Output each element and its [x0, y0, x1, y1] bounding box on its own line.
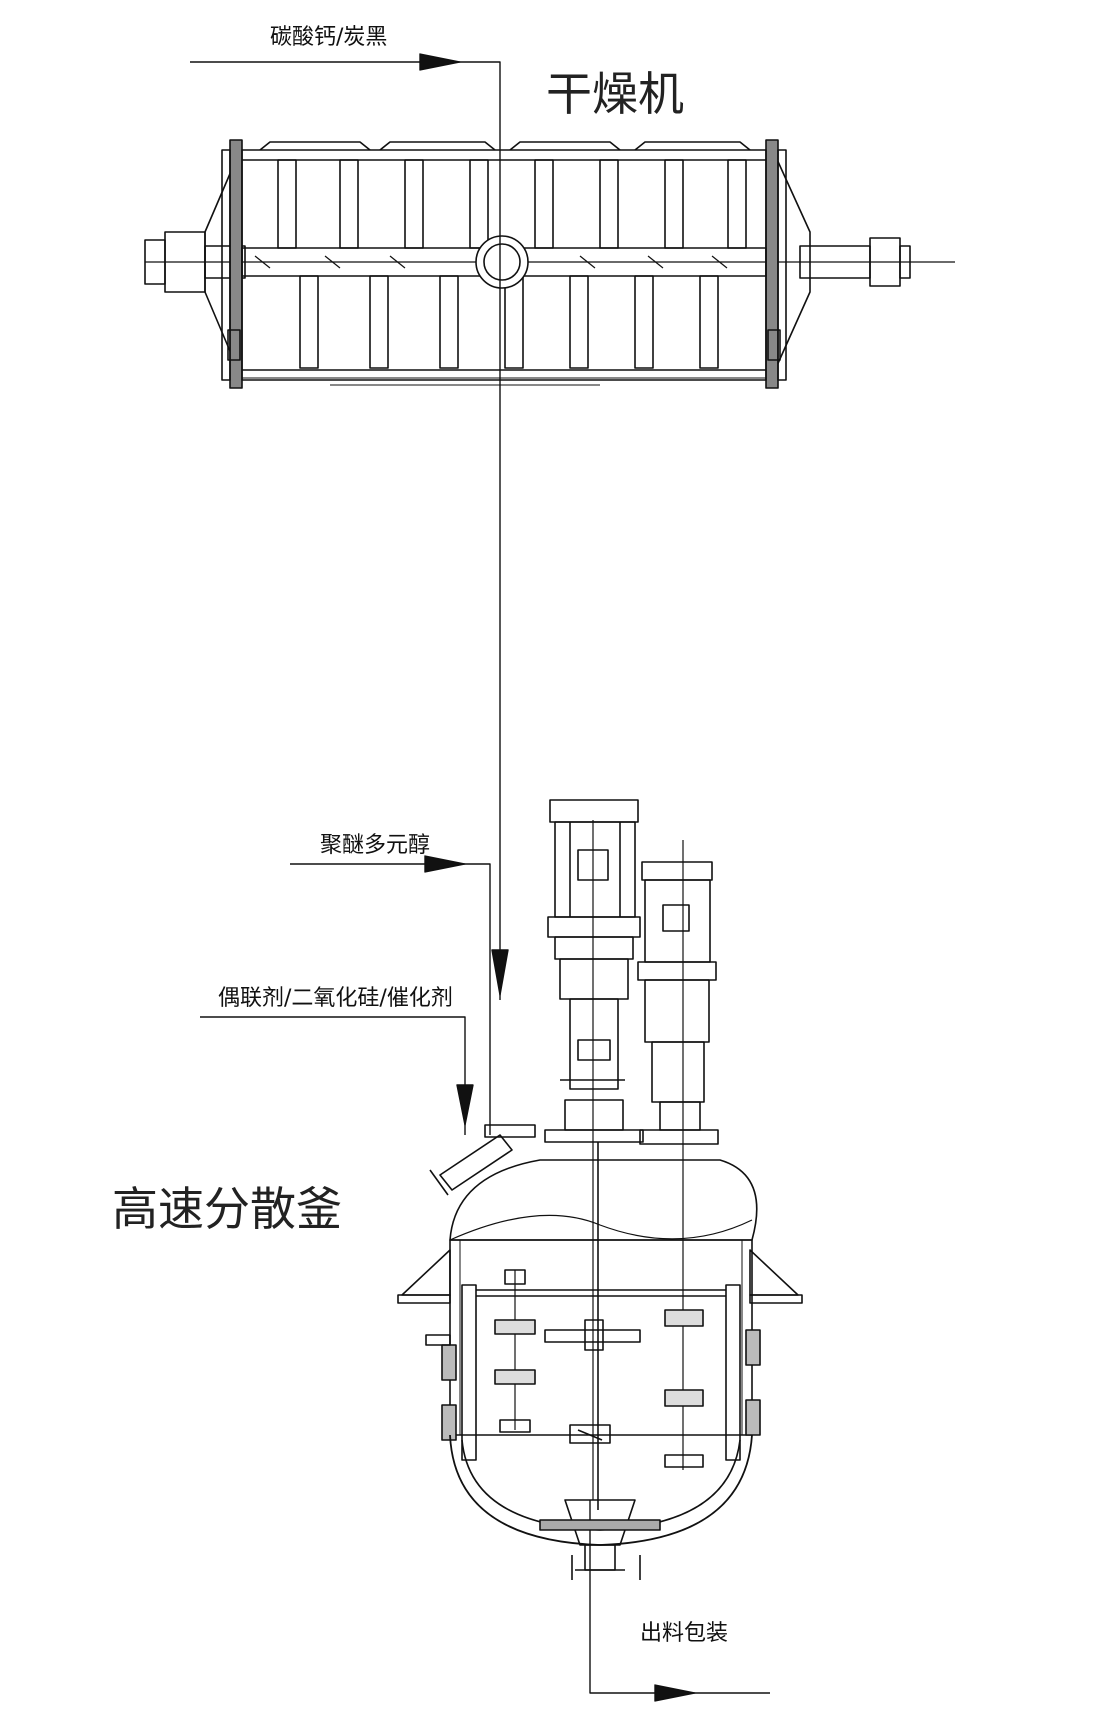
- label-disperser: 高速分散釜: [112, 1182, 342, 1236]
- flow-discharge-line: [589, 1500, 770, 1702]
- label-additives: 偶联剂/二氧化硅/催化剂: [218, 986, 453, 1011]
- flow-calcium-carbon-line: [190, 53, 509, 1000]
- label-calcium-carbon: 碳酸钙/炭黑: [270, 25, 387, 50]
- dryer-paddles-lower: [299, 275, 719, 369]
- dryer-paddles-upper: [277, 159, 747, 249]
- disperser-drawing: [397, 799, 803, 1580]
- dryer-drawing: [144, 139, 955, 389]
- flow-additives-line: [200, 1016, 474, 1135]
- label-dryer: 干燥机: [546, 67, 684, 121]
- label-discharge: 出料包装: [640, 1621, 728, 1646]
- label-polyether: 聚醚多元醇: [320, 833, 430, 858]
- flow-polyether-line: [290, 855, 491, 1135]
